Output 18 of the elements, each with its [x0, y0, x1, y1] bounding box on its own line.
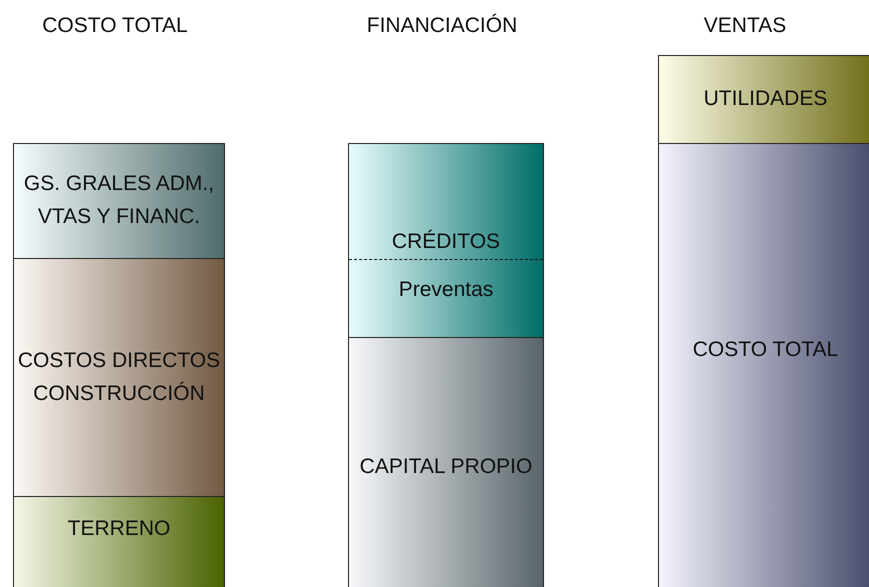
segment-label: UTILIDADES — [702, 86, 828, 112]
segment-label: CAPITAL PROPIO — [358, 454, 534, 480]
stacked-segment — [348, 143, 544, 338]
segment-label: COSTO TOTAL — [692, 337, 840, 363]
stacked-segment — [13, 496, 225, 587]
segment-label: GS. GRALES ADM., VTAS Y FINANC. — [22, 171, 216, 230]
stacked-segment — [658, 143, 869, 587]
column-heading: COSTO TOTAL — [42, 14, 188, 38]
segment-label: CRÉDITOS — [390, 228, 502, 255]
stacked-segment — [13, 143, 225, 259]
segment-label: TERRENO — [66, 516, 172, 542]
column-heading: VENTAS — [704, 14, 786, 38]
column-heading: FINANCIACIÓN — [366, 14, 518, 38]
segment-label: Preventas — [398, 278, 494, 302]
stacked-segment — [13, 258, 225, 497]
stacked-segment — [658, 55, 869, 144]
stacked-segment — [348, 337, 544, 587]
segment-label: COSTOS DIRECTOS CONSTRUCCIÓN — [16, 348, 222, 406]
